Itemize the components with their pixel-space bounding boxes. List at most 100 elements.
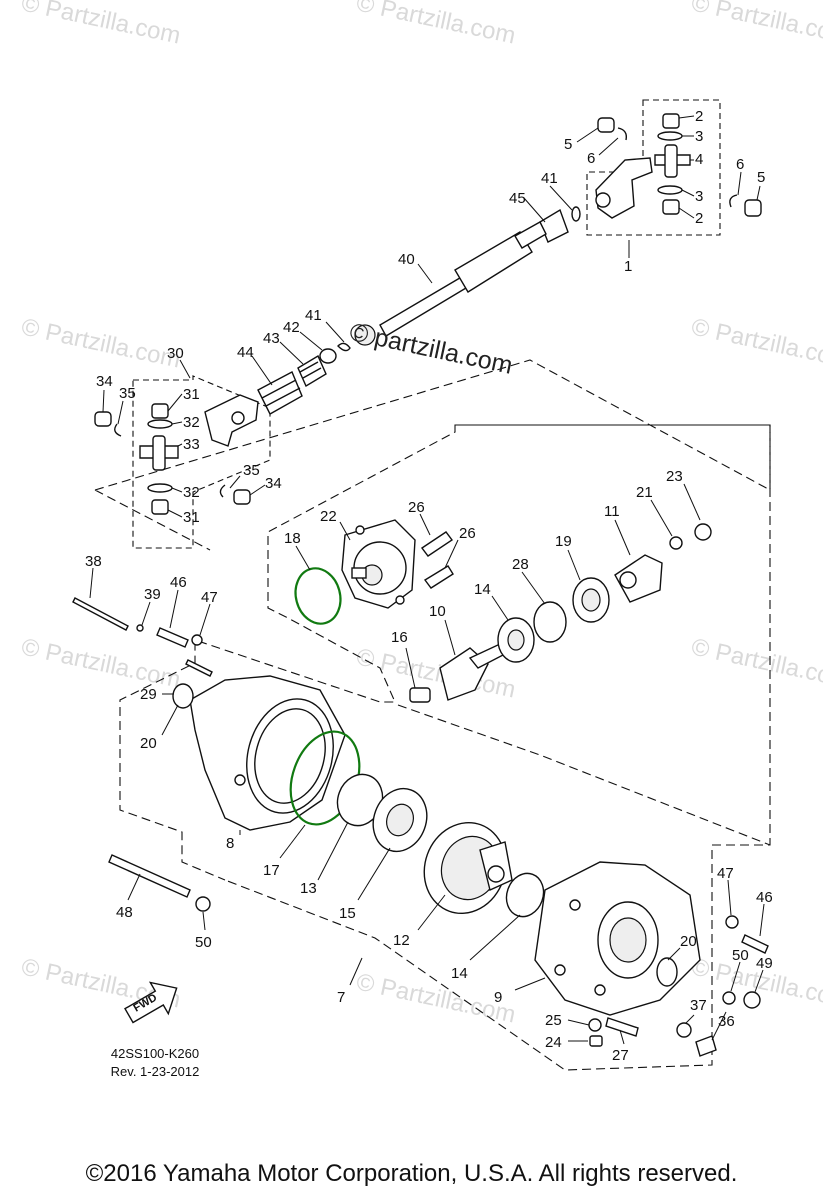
callout-5: 5 — [564, 136, 572, 153]
bearing-housing-22 — [341, 519, 416, 609]
callout-14: 14 — [474, 581, 491, 598]
callout-48: 48 — [116, 904, 133, 921]
callout-2: 2 — [695, 108, 703, 125]
callout-40: 40 — [398, 251, 415, 268]
seal-20b — [656, 957, 678, 987]
callout-38: 38 — [85, 553, 102, 570]
callout-7: 7 — [337, 989, 345, 1006]
callout-34: 34 — [265, 475, 282, 492]
oring-18 — [294, 567, 342, 625]
callout-44: 44 — [237, 344, 254, 361]
callout-20: 20 — [680, 933, 697, 950]
clip-39 — [136, 624, 144, 632]
bolt-46 — [156, 627, 189, 648]
callout-18: 18 — [284, 530, 301, 547]
callout-49: 49 — [756, 955, 773, 972]
callout-41: 41 — [541, 170, 558, 187]
bolt-26b — [423, 565, 454, 589]
doc-code: 42SS100-K260 — [110, 1046, 200, 1061]
callout-17: 17 — [263, 862, 280, 879]
callout-3: 3 — [695, 128, 703, 145]
ring-gear-12 — [423, 821, 513, 915]
ujoint-lower-group — [94, 394, 259, 515]
callout-11: 11 — [604, 503, 620, 520]
stud-pin — [185, 659, 213, 677]
callout-10: 10 — [429, 603, 446, 620]
callout-29: 29 — [140, 686, 157, 703]
plug-24 — [589, 1035, 603, 1047]
fwd-arrow-icon — [124, 981, 178, 1024]
callout-45: 45 — [509, 190, 526, 207]
callout-31: 31 — [183, 509, 200, 526]
callout-2: 2 — [695, 210, 703, 227]
washer-47 — [191, 634, 203, 646]
callout-24: 24 — [545, 1034, 562, 1051]
callout-42: 42 — [283, 319, 300, 336]
callout-28: 28 — [512, 556, 529, 573]
bearing-14b — [505, 872, 545, 918]
callout-32: 32 — [183, 414, 200, 431]
callout-30: 30 — [167, 345, 184, 362]
washer-37 — [676, 1022, 692, 1038]
callout-4: 4 — [695, 151, 703, 168]
callout-39: 39 — [144, 586, 161, 603]
ujoint-upper-group — [539, 113, 762, 243]
group-outline-main-housing — [224, 424, 771, 1071]
callout-19: 19 — [555, 533, 572, 550]
bolt-27 — [605, 1017, 639, 1037]
callout-50: 50 — [732, 947, 749, 964]
shaft-40 — [354, 221, 547, 346]
callout-34: 34 — [96, 373, 113, 390]
bolt-36 — [695, 1035, 717, 1057]
group-outline-30 — [132, 375, 271, 549]
bolt-26a — [420, 531, 454, 557]
callout-46: 46 — [756, 889, 773, 906]
housing-9 — [534, 861, 701, 1016]
callout-8: 8 — [226, 835, 234, 852]
housing-8 — [172, 675, 346, 831]
callout-33: 33 — [183, 436, 200, 453]
callout-21: 21 — [636, 484, 653, 501]
drawing-reference: 42SS100-K260 Rev. 1-23-2012 — [95, 1045, 215, 1081]
callout-41: 41 — [305, 307, 322, 324]
boot-spring-group — [257, 342, 351, 415]
callout-layer: 1 2 2 3 3 4 5 5 6 6 7 8 9 10 — [85, 108, 773, 1064]
washer-47b — [725, 915, 739, 929]
pinion-assy-group — [409, 523, 712, 703]
callout-6: 6 — [587, 150, 595, 167]
callout-27: 27 — [612, 1047, 629, 1064]
callout-26: 26 — [459, 525, 476, 542]
pin-38 — [72, 597, 129, 631]
callout-9: 9 — [494, 989, 502, 1006]
callout-20: 20 — [140, 735, 157, 752]
callout-35: 35 — [243, 462, 260, 479]
callout-5: 5 — [757, 169, 765, 186]
callout-43: 43 — [263, 330, 280, 347]
washer-50 — [195, 896, 211, 912]
callout-25: 25 — [545, 1012, 562, 1029]
callout-35: 35 — [119, 385, 136, 402]
callout-32: 32 — [183, 484, 200, 501]
callout-16: 16 — [391, 629, 408, 646]
callout-22: 22 — [320, 508, 337, 525]
bolt-48 — [108, 854, 191, 898]
callout-1: 1 — [624, 258, 632, 275]
callout-47: 47 — [201, 589, 218, 606]
callout-50: 50 — [195, 934, 212, 951]
callout-37: 37 — [690, 997, 707, 1014]
callout-31: 31 — [183, 386, 200, 403]
callout-23: 23 — [666, 468, 683, 485]
callout-3: 3 — [695, 188, 703, 205]
bolt-46b — [741, 934, 769, 954]
callout-26: 26 — [408, 499, 425, 516]
washer-25 — [588, 1018, 602, 1032]
callout-47: 47 — [717, 865, 734, 882]
callout-36: 36 — [718, 1013, 735, 1030]
callout-13: 13 — [300, 880, 317, 897]
revision-date: Rev. 1-23-2012 — [110, 1064, 200, 1079]
callout-12: 12 — [393, 932, 410, 949]
callout-46: 46 — [170, 574, 187, 591]
washer-50b — [722, 991, 736, 1005]
